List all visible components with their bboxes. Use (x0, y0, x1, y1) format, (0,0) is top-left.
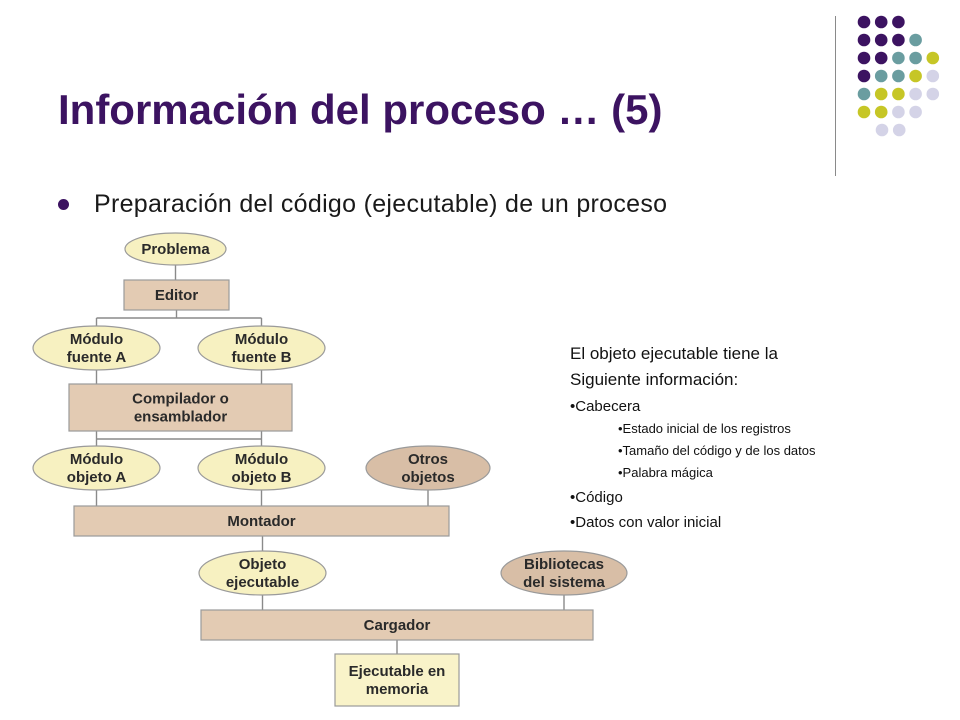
node-cargador: Cargador (200, 609, 594, 641)
node-label: Problema (141, 241, 210, 258)
decor-dot (874, 15, 888, 29)
node-label: objetos (401, 469, 454, 486)
node-shape (32, 445, 161, 491)
decor-dot (892, 69, 905, 83)
decor-dot (926, 69, 940, 83)
node-shape (68, 383, 293, 432)
node-label: Objeto (239, 556, 287, 573)
node-label: Montador (227, 513, 295, 530)
info-subitem: •Tamaño del código y de los datos (618, 443, 816, 458)
decor-dot (909, 69, 922, 83)
node-label: objeto B (232, 469, 292, 486)
node-label: fuente A (67, 349, 127, 366)
decorative-divider (835, 16, 836, 176)
info-subitem: •Estado inicial de los registros (618, 421, 791, 436)
node-label: del sistema (523, 574, 605, 591)
node-label: ejecutable (226, 574, 299, 591)
decor-dot (874, 33, 888, 47)
decor-dot (892, 87, 905, 101)
decor-dot (857, 105, 871, 119)
slide-title: Información del proceso … (5) (58, 86, 663, 133)
decor-dot (892, 51, 905, 65)
decor-dot (874, 51, 888, 65)
node-shape (32, 325, 161, 371)
node-label: Otros (408, 451, 448, 468)
decor-dot (892, 105, 905, 119)
decor-dot (875, 123, 889, 137)
decor-dot (857, 69, 871, 83)
node-label: ensamblador (134, 409, 228, 426)
decor-dot (926, 51, 940, 65)
info-item: •Datos con valor inicial (570, 514, 722, 531)
node-shape (124, 232, 227, 266)
node-label: Módulo (70, 451, 123, 468)
node-shape (500, 550, 628, 596)
info-subitem: •Palabra mágica (618, 465, 713, 480)
executable-info-box: El objeto ejecutable tiene la Siguiente … (570, 341, 816, 534)
info-item: •Código (570, 489, 623, 506)
node-label: Compilador o (132, 391, 229, 408)
decor-dot (909, 51, 922, 65)
node-shape (197, 445, 326, 491)
node-shape (73, 505, 450, 537)
decor-dot (874, 69, 888, 83)
node-label: fuente B (232, 349, 292, 366)
node-label: Módulo (235, 331, 288, 348)
info-list: •Cabecera •Estado inicial de los registro… (570, 395, 816, 534)
decor-dot (892, 33, 905, 47)
connectors (95, 265, 565, 654)
decorative-dot-grid (857, 15, 940, 137)
node-shape (123, 279, 230, 311)
node-shape (198, 550, 327, 596)
decor-dot (926, 87, 940, 101)
node-shape (365, 445, 491, 491)
decor-dot (892, 123, 906, 137)
node-shape (197, 325, 326, 371)
decor-dot (857, 51, 871, 65)
node-label: Módulo (235, 451, 288, 468)
node-label: Bibliotecas (524, 556, 604, 573)
node-editor: Editor (123, 279, 230, 311)
decor-dot (909, 87, 922, 101)
node-montador: Montador (73, 505, 450, 537)
decor-dot (857, 15, 871, 29)
info-lead-line: El objeto ejecutable tiene la (570, 344, 778, 363)
node-label: Cargador (364, 617, 431, 634)
node-problema: Problema (124, 232, 227, 266)
decor-dot (874, 105, 888, 119)
node-label: Módulo (70, 331, 123, 348)
node-shape (334, 653, 460, 707)
bullet-item: Preparación del código (ejecutable) de u… (58, 190, 667, 219)
node-label: objeto A (67, 469, 127, 486)
decor-dot (909, 33, 922, 47)
bullet-icon (58, 199, 69, 210)
node-shape (200, 609, 594, 641)
decor-dot (909, 105, 922, 119)
node-label: memoria (366, 681, 429, 698)
decor-dot (892, 15, 905, 29)
info-lead-line: Siguiente información: (570, 370, 739, 389)
decor-dot (857, 87, 871, 101)
node-label: Editor (155, 287, 198, 304)
decor-dot (874, 87, 888, 101)
node-label: Ejecutable en (349, 663, 446, 680)
bullet-text: Preparación del código (ejecutable) de u… (94, 190, 668, 218)
decor-dot (857, 33, 871, 47)
info-item: •Cabecera (570, 398, 641, 415)
